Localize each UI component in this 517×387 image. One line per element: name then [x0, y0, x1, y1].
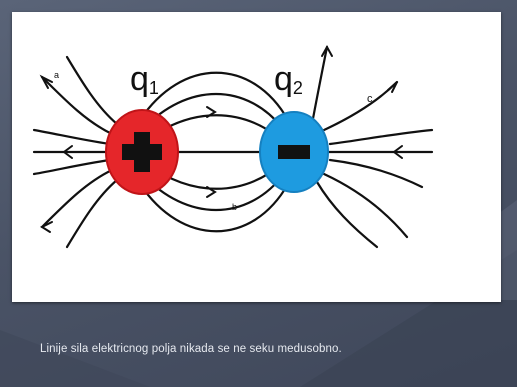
point-label-c: c	[367, 93, 373, 105]
field-line-inner-top-3	[138, 71, 290, 122]
field-line-q1-downleft-2	[65, 178, 119, 249]
point-label-a: a	[54, 70, 59, 80]
field-line-inner-bot-3	[138, 182, 290, 233]
arrowheads	[39, 44, 403, 233]
field-line-q2-down	[315, 180, 379, 249]
field-line-q1-upleft	[40, 75, 114, 136]
field-lines-diagram: q1 q2 a b c	[12, 12, 501, 302]
minus-sign-icon	[278, 145, 310, 159]
field-line-q1-downleft	[40, 168, 114, 229]
field-line-q2-right-1	[328, 128, 434, 146]
field-line-q1-left-1	[32, 128, 112, 146]
field-line-q2-downright	[322, 172, 409, 239]
field-line-q1-left-2	[32, 158, 112, 176]
field-line-q2-up	[310, 45, 329, 126]
field-line-q2-upright	[322, 80, 399, 132]
field-line-q1-upleft-2	[65, 55, 119, 126]
point-label-b: b	[232, 202, 237, 212]
charge-q2-label: q2	[274, 60, 303, 98]
slide-caption: Linije sila elektricnog polja nikada se …	[40, 343, 342, 355]
charge-q1-label: q1	[130, 60, 159, 98]
field-lines-svg: q1 q2 a b c	[32, 44, 434, 249]
field-line-q2-right-2	[328, 158, 424, 189]
